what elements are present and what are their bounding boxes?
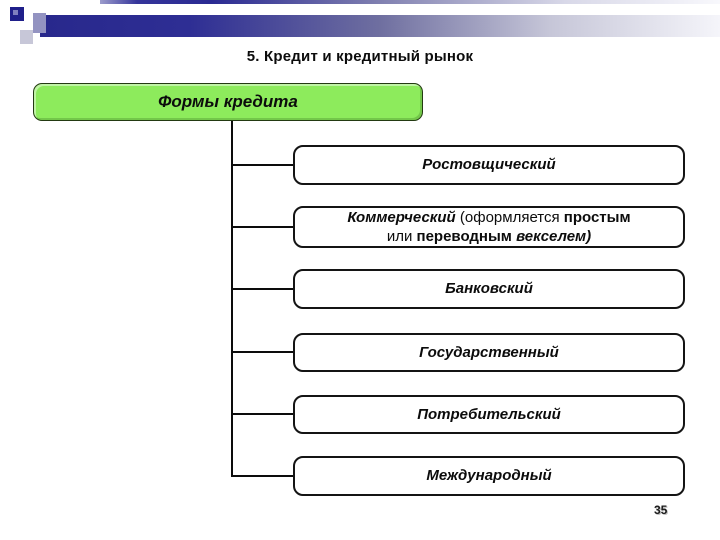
label-segment: простым [563, 208, 631, 226]
tree-connector-1 [231, 164, 293, 166]
branch-box-commercial: Коммерческий (оформляется простым или пе… [293, 206, 685, 248]
deco-square-navy-inner [13, 10, 18, 15]
branch-box-consumer: Потребительский [293, 395, 685, 434]
tree-connector-6 [231, 475, 293, 477]
branch-box-international: Международный [293, 456, 685, 496]
tree-connector-3 [231, 288, 293, 290]
root-node-forms-of-credit: Формы кредита [33, 83, 423, 121]
tree-connector-2 [231, 226, 293, 228]
branch-label-commercial: Коммерческий (оформляется простым или пе… [347, 208, 630, 247]
tree-connector-4 [231, 351, 293, 353]
page-number: 35 [654, 503, 668, 517]
label-segment: или [386, 228, 417, 245]
label-segment: (оформляется [459, 208, 564, 226]
header-gradient-bar [40, 15, 720, 37]
tree-connector-5 [231, 413, 293, 415]
deco-square-light [20, 30, 33, 44]
branch-box-state: Государственный [293, 333, 685, 372]
slide-title: 5. Кредит и кредитный рынок [246, 48, 474, 65]
branch-box-usurious: Ростовщический [293, 145, 685, 185]
branch-label: Потребительский [417, 405, 561, 423]
label-segment: переводным [416, 228, 517, 245]
deco-square-medium [33, 13, 46, 33]
branch-label: Ростовщический [422, 156, 556, 174]
branch-label: Государственный [419, 343, 559, 361]
deco-square-navy [10, 7, 24, 21]
root-node-label: Формы кредита [158, 92, 298, 111]
branch-box-bank: Банковский [293, 269, 685, 309]
label-segment: Коммерческий [347, 208, 460, 226]
label-segment: векселем) [516, 228, 592, 245]
branch-label: Международный [426, 467, 552, 485]
branch-label: Банковский [445, 280, 533, 298]
tree-vertical-line [231, 121, 233, 477]
top-gradient-strip [100, 0, 720, 4]
